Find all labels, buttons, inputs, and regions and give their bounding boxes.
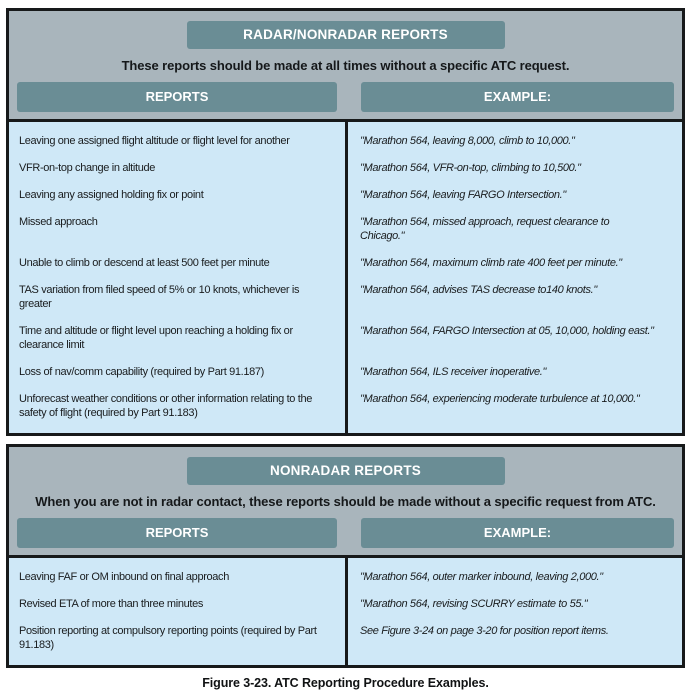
radar-column-headers: REPORTS EXAMPLE:: [17, 82, 674, 112]
example-column-header: EXAMPLE:: [361, 82, 674, 112]
example-cell: "Marathon 564, leaving 8,000, climb to 1…: [360, 134, 575, 147]
example-cell: See Figure 3-24 on page 3-20 for positio…: [360, 624, 609, 637]
example-cell: "Marathon 564, revising SCURRY estimate …: [360, 597, 588, 610]
report-cell: Missed approach: [19, 215, 98, 228]
table-row: Unable to climb or descend at least 500 …: [9, 249, 682, 276]
report-cell: Unable to climb or descend at least 500 …: [19, 256, 270, 269]
nonradar-table-body: Leaving FAF or OM inbound on final appro…: [9, 555, 682, 665]
example-cell: "Marathon 564, outer marker inbound, lea…: [360, 570, 603, 583]
table-row: Leaving one assigned flight altitude or …: [9, 127, 682, 154]
radar-table-title: RADAR/NONRADAR REPORTS: [186, 21, 505, 49]
example-cell: "Marathon 564, missed approach, request …: [360, 215, 610, 242]
example-cell: "Marathon 564, VFR-on-top, climbing to 1…: [360, 161, 581, 174]
table-row: Loss of nav/comm capability (required by…: [9, 358, 682, 385]
example-column-header: EXAMPLE:: [361, 518, 674, 548]
nonradar-table-header: NONRADAR REPORTS When you are not in rad…: [9, 447, 682, 555]
radar-table-header: RADAR/NONRADAR REPORTS These reports sho…: [9, 11, 682, 119]
table-row: Revised ETA of more than three minutes "…: [9, 590, 682, 617]
example-cell: "Marathon 564, maximum climb rate 400 fe…: [360, 256, 622, 269]
table-row: Missed approach "Marathon 564, missed ap…: [9, 208, 682, 249]
figure-caption: Figure 3-23. ATC Reporting Procedure Exa…: [202, 676, 489, 690]
radar-nonradar-table: RADAR/NONRADAR REPORTS These reports sho…: [6, 8, 685, 436]
table-row: Time and altitude or flight level upon r…: [9, 317, 682, 358]
nonradar-table-title: NONRADAR REPORTS: [186, 457, 505, 485]
reports-column-header: REPORTS: [17, 82, 337, 112]
reports-column-header: REPORTS: [17, 518, 337, 548]
report-cell: Leaving FAF or OM inbound on final appro…: [19, 570, 229, 583]
table-row: Leaving FAF or OM inbound on final appro…: [9, 563, 682, 590]
report-cell: TAS variation from filed speed of 5% or …: [19, 283, 300, 310]
report-cell: Leaving one assigned flight altitude or …: [19, 134, 290, 147]
example-cell: "Marathon 564, leaving FARGO Intersectio…: [360, 188, 566, 201]
table-row: Position reporting at compulsory reporti…: [9, 617, 682, 658]
example-cell: "Marathon 564, FARGO Intersection at 05,…: [360, 324, 654, 337]
example-cell: "Marathon 564, advises TAS decrease to14…: [360, 283, 597, 296]
report-cell: Time and altitude or flight level upon r…: [19, 324, 293, 351]
table-row: Leaving any assigned holding fix or poin…: [9, 181, 682, 208]
nonradar-table-subtitle: When you are not in radar contact, these…: [35, 494, 656, 509]
report-cell: Revised ETA of more than three minutes: [19, 597, 203, 610]
nonradar-table: NONRADAR REPORTS When you are not in rad…: [6, 444, 685, 668]
report-cell: Leaving any assigned holding fix or poin…: [19, 188, 204, 201]
table-row: TAS variation from filed speed of 5% or …: [9, 276, 682, 317]
report-cell: VFR-on-top change in altitude: [19, 161, 155, 174]
report-cell: Position reporting at compulsory reporti…: [19, 624, 317, 651]
example-cell: "Marathon 564, experiencing moderate tur…: [360, 392, 640, 405]
report-cell: Unforecast weather conditions or other i…: [19, 392, 313, 419]
nonradar-column-headers: REPORTS EXAMPLE:: [17, 518, 674, 548]
table-row: Unforecast weather conditions or other i…: [9, 385, 682, 426]
radar-table-subtitle: These reports should be made at all time…: [121, 58, 570, 73]
report-cell: Loss of nav/comm capability (required by…: [19, 365, 264, 378]
table-row: VFR-on-top change in altitude "Marathon …: [9, 154, 682, 181]
radar-table-body: Leaving one assigned flight altitude or …: [9, 119, 682, 433]
example-cell: "Marathon 564, ILS receiver inoperative.…: [360, 365, 547, 378]
